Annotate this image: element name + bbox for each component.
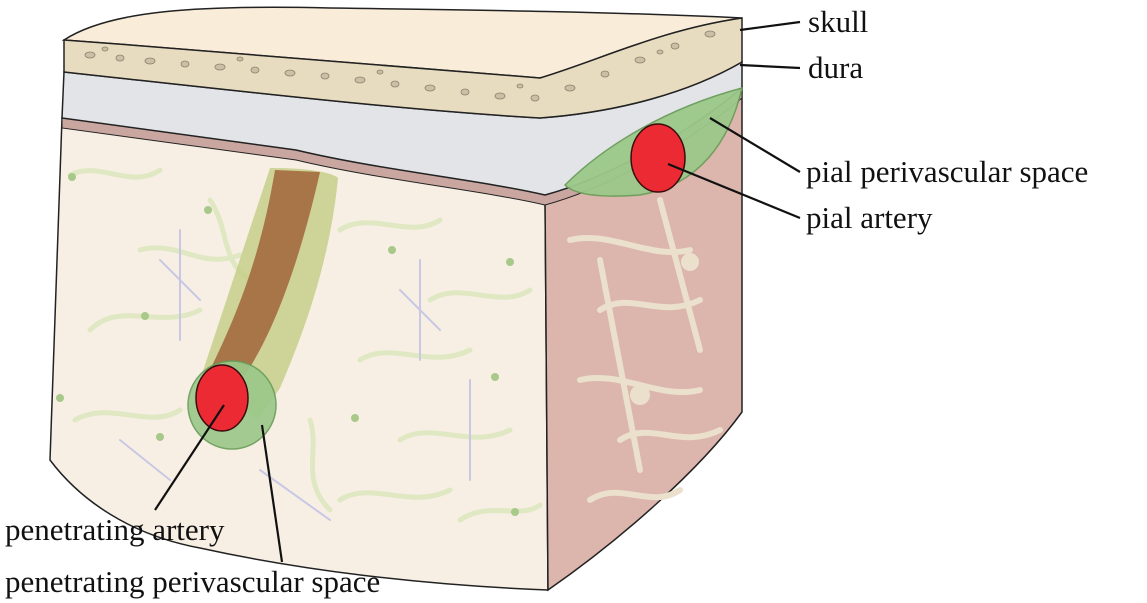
label-dura: dura: [808, 50, 863, 85]
label-skull: skull: [808, 4, 868, 39]
astrocyte-network: [56, 167, 543, 523]
leader-pial-perivascular-space: [709, 117, 801, 173]
label-penetrating-perivascular-space: penetrating perivascular space: [5, 564, 380, 599]
pial-artery: [630, 123, 686, 193]
leader-penetrating-artery: [154, 404, 225, 511]
penetrating-artery: [195, 364, 249, 432]
leader-penetrating-perivascular-space: [260, 424, 284, 563]
leader-skull: [739, 20, 801, 32]
leader-dura: [739, 63, 801, 70]
penetrating-vessel: [205, 170, 320, 380]
side-astrocyte-network: [567, 197, 723, 503]
skull-diploe-texture: [84, 30, 716, 102]
leader-pial-artery: [667, 162, 801, 220]
label-pial-perivascular-space: pial perivascular space: [806, 154, 1088, 189]
skull-edge: [63, 17, 743, 119]
label-penetrating-artery: penetrating artery: [5, 512, 225, 547]
label-pial-artery: pial artery: [806, 200, 933, 235]
